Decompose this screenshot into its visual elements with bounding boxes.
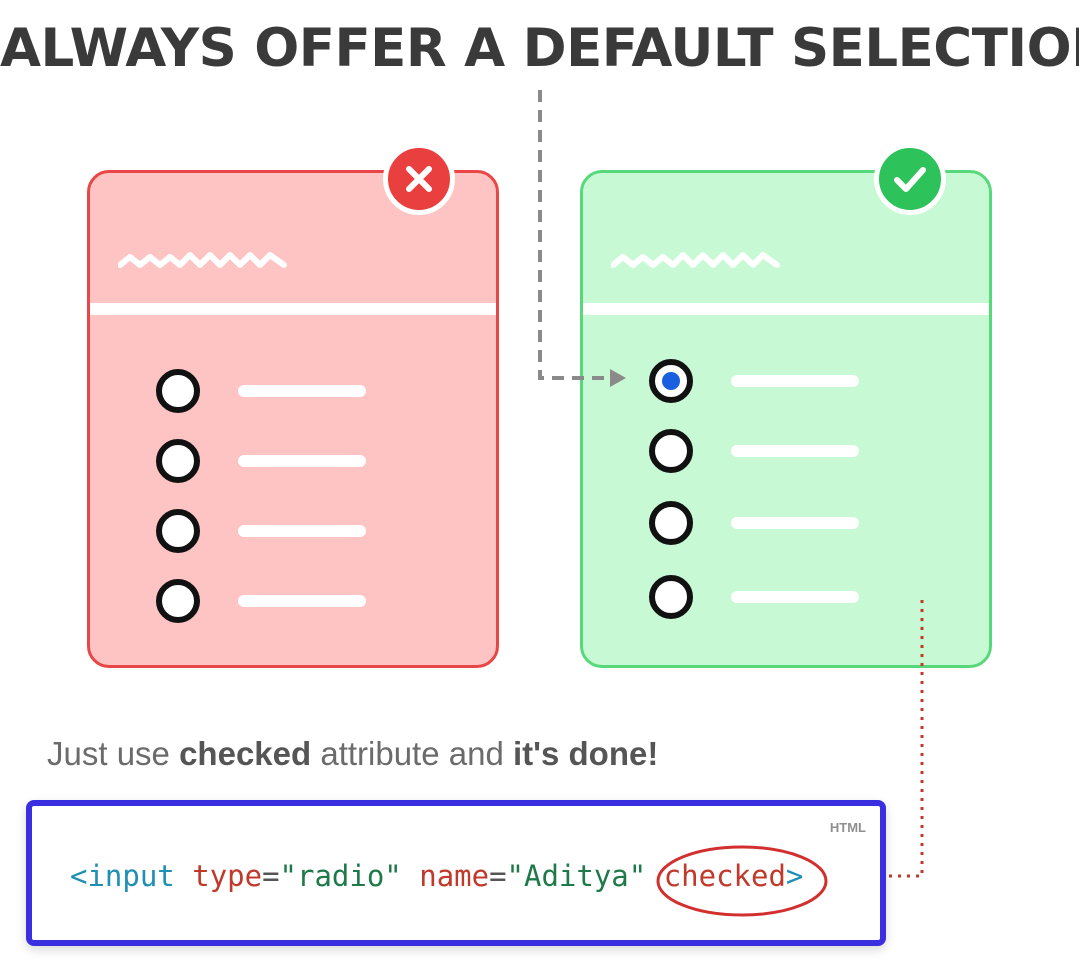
caption: Just use checked attribute and it's done…: [47, 735, 658, 773]
option-label-placeholder: [238, 525, 366, 537]
code-attr-checked: checked: [663, 859, 786, 893]
code-equals: =: [262, 859, 280, 893]
radio-option[interactable]: [649, 501, 949, 549]
radio-option[interactable]: [649, 429, 949, 477]
radio-unselected[interactable]: [156, 579, 200, 623]
highlight-ring: [656, 845, 828, 917]
radio-option[interactable]: [156, 439, 456, 487]
bad-example-card: [87, 143, 499, 668]
code-value-radio: "radio": [279, 859, 402, 893]
code-attr-name: name: [419, 859, 490, 893]
option-label-placeholder: [731, 445, 859, 457]
radio-unselected[interactable]: [649, 575, 693, 619]
radio-unselected[interactable]: [156, 439, 200, 483]
radio-selected[interactable]: [649, 359, 693, 403]
code-tag-close: >: [785, 859, 804, 893]
caption-bold-done: it's done!: [512, 735, 659, 772]
code-language-label: HTML: [829, 820, 866, 835]
radio-option[interactable]: [156, 579, 456, 627]
headline: ALWAYS OFFER A DEFAULT SELECTION: [0, 18, 1079, 79]
radio-option[interactable]: [649, 575, 949, 623]
caption-text: attribute and: [311, 735, 513, 772]
card-divider: [583, 303, 989, 315]
radio-option-default[interactable]: [649, 359, 949, 407]
dashed-arrow-to-default: [538, 90, 626, 387]
radio-unselected[interactable]: [156, 369, 200, 413]
check-icon: [874, 143, 946, 215]
close-icon: [383, 143, 455, 215]
caption-text: Just use: [47, 735, 180, 772]
radio-unselected[interactable]: [156, 509, 200, 553]
good-example-card: [580, 143, 992, 668]
radio-selected-dot: [662, 372, 680, 390]
code-attr-type: type: [192, 859, 263, 893]
title-placeholder-squiggle: [118, 252, 287, 268]
radio-unselected[interactable]: [649, 501, 693, 545]
option-label-placeholder: [731, 517, 859, 529]
radio-option[interactable]: [156, 369, 456, 417]
radio-option[interactable]: [156, 509, 456, 557]
caption-bold-checked: checked: [179, 735, 312, 772]
title-placeholder-squiggle: [611, 252, 780, 268]
code-snippet-box: HTML <input type="radio" name="Aditya" c…: [26, 800, 886, 946]
code-tag-open: <input: [70, 859, 175, 893]
code-value-aditya: "Aditya": [506, 859, 647, 893]
radio-unselected[interactable]: [649, 429, 693, 473]
code-line: <input type="radio" name="Aditya" checke…: [70, 859, 803, 893]
option-label-placeholder: [731, 375, 859, 387]
option-label-placeholder: [731, 591, 859, 603]
code-equals: =: [489, 859, 507, 893]
option-label-placeholder: [238, 455, 366, 467]
option-label-placeholder: [238, 385, 366, 397]
card-divider: [90, 303, 496, 315]
option-label-placeholder: [238, 595, 366, 607]
